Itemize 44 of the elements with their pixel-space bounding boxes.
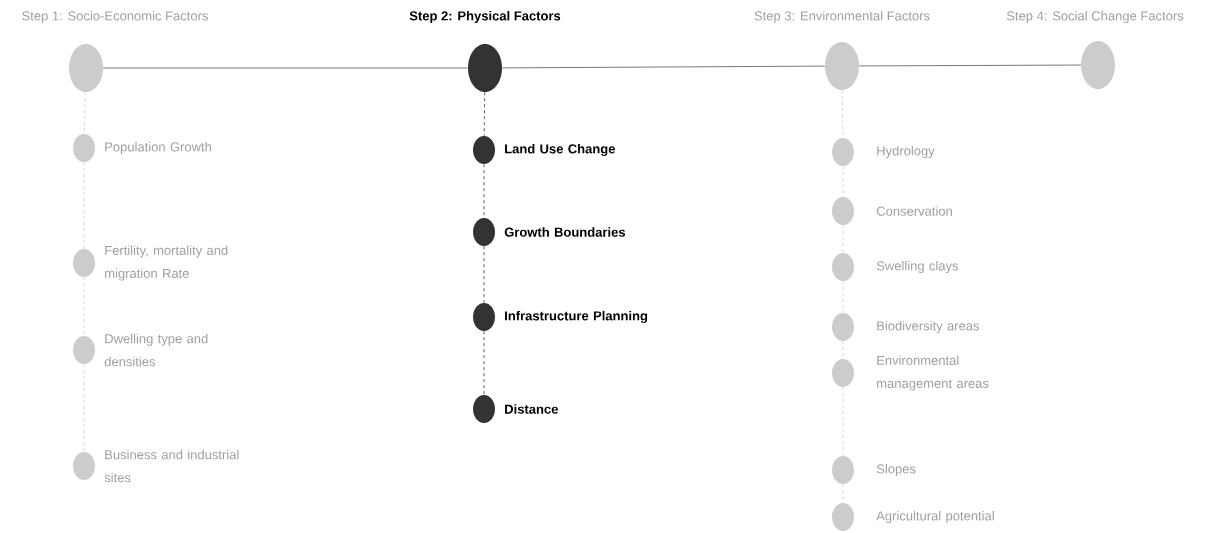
- connector-line: [483, 91, 486, 137]
- connector-line: [501, 65, 826, 69]
- factor-label: Slopes: [876, 463, 916, 477]
- timeline-dot: [832, 313, 854, 341]
- timeline-dot: [73, 249, 95, 277]
- timeline-dot: [832, 503, 854, 531]
- connector-line: [483, 330, 485, 396]
- step-title: Step 1: Socio-Economic Factors: [22, 10, 208, 24]
- timeline-dot: [1081, 41, 1115, 89]
- factor-label: Business and industrial sites: [104, 449, 239, 483]
- timeline-dot: [73, 452, 95, 480]
- factor-label: Hydrology: [877, 145, 935, 159]
- timeline-dot: [825, 42, 859, 90]
- timeline-dot: [832, 253, 854, 281]
- factor-label: Swelling clays: [876, 260, 959, 274]
- factor-label: Population Growth: [105, 141, 211, 155]
- timeline-dot: [473, 395, 495, 423]
- step-title: Step 4: Social Change Factors: [1006, 10, 1184, 24]
- timeline-dot: [473, 136, 495, 164]
- step-title: Step 3: Environmental Factors: [754, 10, 930, 24]
- timeline-dot: [69, 44, 103, 92]
- factor-label: Agricultural potential: [876, 510, 994, 524]
- factor-label: Conservation: [876, 206, 952, 216]
- factor-label: Biodiversity areas: [877, 320, 980, 334]
- connector-line: [102, 67, 469, 69]
- factor-label: Land Use Change: [505, 143, 615, 157]
- timeline-dot: [832, 138, 854, 166]
- timeline-dot: [832, 456, 854, 484]
- factor-label: Environmental management areas: [877, 355, 989, 391]
- factor-label: Fertility, mortality and migration Rate: [105, 245, 228, 281]
- step-title: Step 2: Physical Factors: [409, 10, 561, 24]
- timeline-dot: [832, 359, 854, 387]
- connector-line: [858, 64, 1082, 67]
- factor-label: Growth Boundaries: [504, 227, 625, 237]
- timeline-dot: [473, 303, 495, 331]
- factor-label: Distance: [505, 404, 558, 414]
- timeline-dot: [73, 336, 95, 364]
- factor-label: Dwelling type and densities: [104, 333, 208, 367]
- timeline-dot: [473, 218, 495, 246]
- timeline-dot: [73, 134, 95, 162]
- factor-label: Infrastructure Planning: [505, 310, 648, 324]
- connector-line: [483, 245, 485, 304]
- timeline-dot: [832, 197, 854, 225]
- timeline-dot: [468, 44, 502, 92]
